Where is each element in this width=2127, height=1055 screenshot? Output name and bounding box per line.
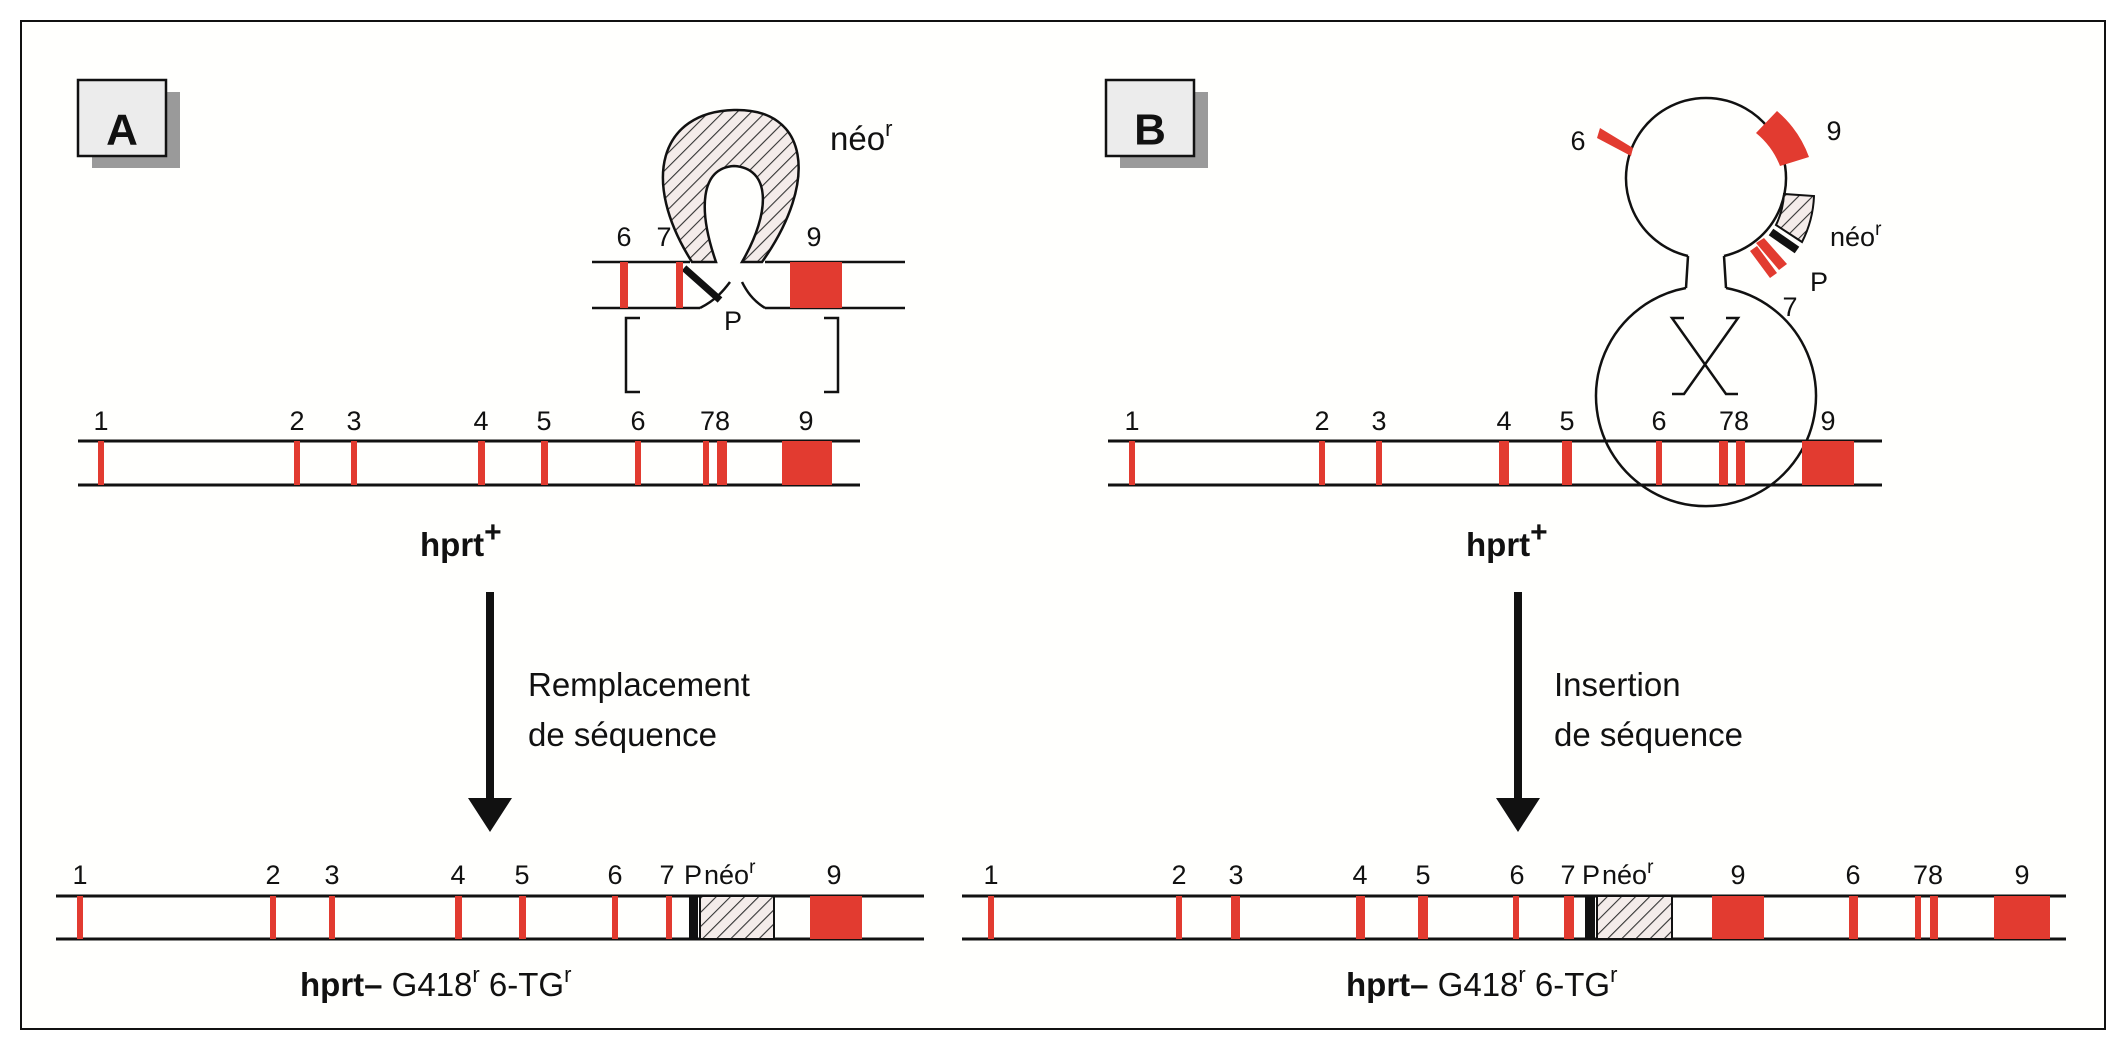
circle-promoter xyxy=(1768,228,1800,254)
gene-name-b: hprt+ xyxy=(1466,516,1548,563)
gene-b-label-9: 9 xyxy=(1820,406,1835,436)
promoter-mark xyxy=(681,265,723,303)
result-b-label-9a: 9 xyxy=(1730,860,1745,890)
exon-5 xyxy=(541,441,548,485)
result-b-label-2: 2 xyxy=(1171,860,1186,890)
arrow-b: Insertion de séquence xyxy=(1496,592,1743,832)
result-promoter xyxy=(689,896,698,939)
badge-a: A xyxy=(76,78,180,168)
gene-label-2: 2 xyxy=(289,406,304,436)
result-a-label-5: 5 xyxy=(514,860,529,890)
result-b-label-p: P xyxy=(1582,860,1600,890)
result-a-label-7: 7 xyxy=(659,860,674,890)
badge-a-letter: A xyxy=(106,106,138,155)
gene-label-9: 9 xyxy=(798,406,813,436)
exon-2 xyxy=(294,441,300,485)
result-a-label-1: 1 xyxy=(72,860,87,890)
circle-neo-cassette xyxy=(1774,192,1816,244)
result-name-b: hprt– G418r 6-TGr xyxy=(1346,962,1617,1003)
gene-label-3: 3 xyxy=(346,406,361,436)
result-a-label-p: P xyxy=(684,860,702,890)
vector-label-p: P xyxy=(724,306,742,336)
result-b-label-6b: 6 xyxy=(1845,860,1860,890)
result-b-neo-cassette xyxy=(1596,895,1673,940)
gene-label-1: 1 xyxy=(93,406,108,436)
circle-exon-7 xyxy=(1756,238,1787,270)
gene-b-label-6: 6 xyxy=(1651,406,1666,436)
vector-label-7: 7 xyxy=(656,222,671,252)
circle-exon-6 xyxy=(1597,128,1633,156)
gene-name-a: hprt+ xyxy=(420,516,502,563)
neo-cassette-loop xyxy=(661,108,800,264)
exon-6 xyxy=(635,441,641,485)
circle-exon-9 xyxy=(1756,111,1809,166)
insertion-vector-circle: 6 9 7 P néor xyxy=(1570,96,1882,508)
circle-label-p: P xyxy=(1810,267,1828,297)
process-a-line1: Remplacement xyxy=(528,666,750,703)
result-name-a: hprt– G418r 6-TGr xyxy=(300,962,571,1003)
result-b-label-78: 78 xyxy=(1913,860,1943,890)
vector-label-6: 6 xyxy=(616,222,631,252)
badge-b-letter: B xyxy=(1134,106,1166,155)
vector-label-9: 9 xyxy=(806,222,821,252)
gene-a: 1 2 3 4 5 6 78 9 hprt+ xyxy=(78,406,860,563)
circle-label-6: 6 xyxy=(1570,126,1585,156)
result-a-label-6: 6 xyxy=(607,860,622,890)
circle-label-7: 7 xyxy=(1782,292,1797,322)
process-b-line1: Insertion xyxy=(1554,666,1681,703)
result-b-label-7: 7 xyxy=(1560,860,1575,890)
gene-b: 1 2 3 4 5 6 78 9 hprt+ xyxy=(1108,406,1882,563)
process-b-line2: de séquence xyxy=(1554,716,1743,753)
exon-1 xyxy=(98,441,104,485)
replacement-vector: 6 7 9 P néor xyxy=(592,108,905,394)
badge-b: B xyxy=(1104,78,1208,168)
result-b-label-neo: néor xyxy=(1602,857,1654,890)
process-a-line2: de séquence xyxy=(528,716,717,753)
result-neo-cassette xyxy=(699,895,775,940)
result-b-label-3: 3 xyxy=(1228,860,1243,890)
gene-label-78: 78 xyxy=(700,406,730,436)
panel-b: B 6 9 7 P néor xyxy=(962,78,2066,1003)
gene-b-label-78: 78 xyxy=(1719,406,1749,436)
result-a-label-3: 3 xyxy=(324,860,339,890)
result-b-promoter xyxy=(1585,896,1595,939)
result-a-label-neo: néor xyxy=(704,857,756,890)
result-gene-a: 1 2 3 4 5 6 7 P néor 9 hprt– G418r 6-TGr xyxy=(56,857,924,1003)
exon-9 xyxy=(782,441,832,485)
gene-label-5: 5 xyxy=(536,406,551,436)
result-b-label-6: 6 xyxy=(1509,860,1524,890)
gene-label-6: 6 xyxy=(630,406,645,436)
arrow-a: Remplacement de séquence xyxy=(468,592,750,832)
gene-b-label-1: 1 xyxy=(1124,406,1139,436)
vector-exon-9 xyxy=(790,262,842,308)
exon-7 xyxy=(703,441,709,485)
panel-a: A 6 7 9 P néor xyxy=(56,78,924,1003)
vector-exon-6 xyxy=(620,262,628,308)
gene-b-label-5: 5 xyxy=(1559,406,1574,436)
result-b-label-4: 4 xyxy=(1352,860,1367,890)
result-gene-b: 1 2 3 4 5 6 7 P néor 9 6 78 9 hprt– G418… xyxy=(962,857,2066,1003)
result-a-label-2: 2 xyxy=(265,860,280,890)
exon-4 xyxy=(478,441,485,485)
result-b-label-5: 5 xyxy=(1415,860,1430,890)
exon-3 xyxy=(351,441,357,485)
vector-label-neo: néor xyxy=(830,116,892,157)
exon-8 xyxy=(717,441,727,485)
gene-b-label-2: 2 xyxy=(1314,406,1329,436)
result-a-label-4: 4 xyxy=(450,860,465,890)
gene-label-4: 4 xyxy=(473,406,488,436)
gene-b-label-4: 4 xyxy=(1496,406,1511,436)
circle-label-9: 9 xyxy=(1826,116,1841,146)
result-b-label-9b: 9 xyxy=(2014,860,2029,890)
figure-frame xyxy=(20,20,2106,1030)
vector-exon-7 xyxy=(676,262,683,308)
result-b-label-1: 1 xyxy=(983,860,998,890)
gene-b-label-3: 3 xyxy=(1371,406,1386,436)
circle-label-neo: néor xyxy=(1830,219,1882,252)
result-a-label-9: 9 xyxy=(826,860,841,890)
